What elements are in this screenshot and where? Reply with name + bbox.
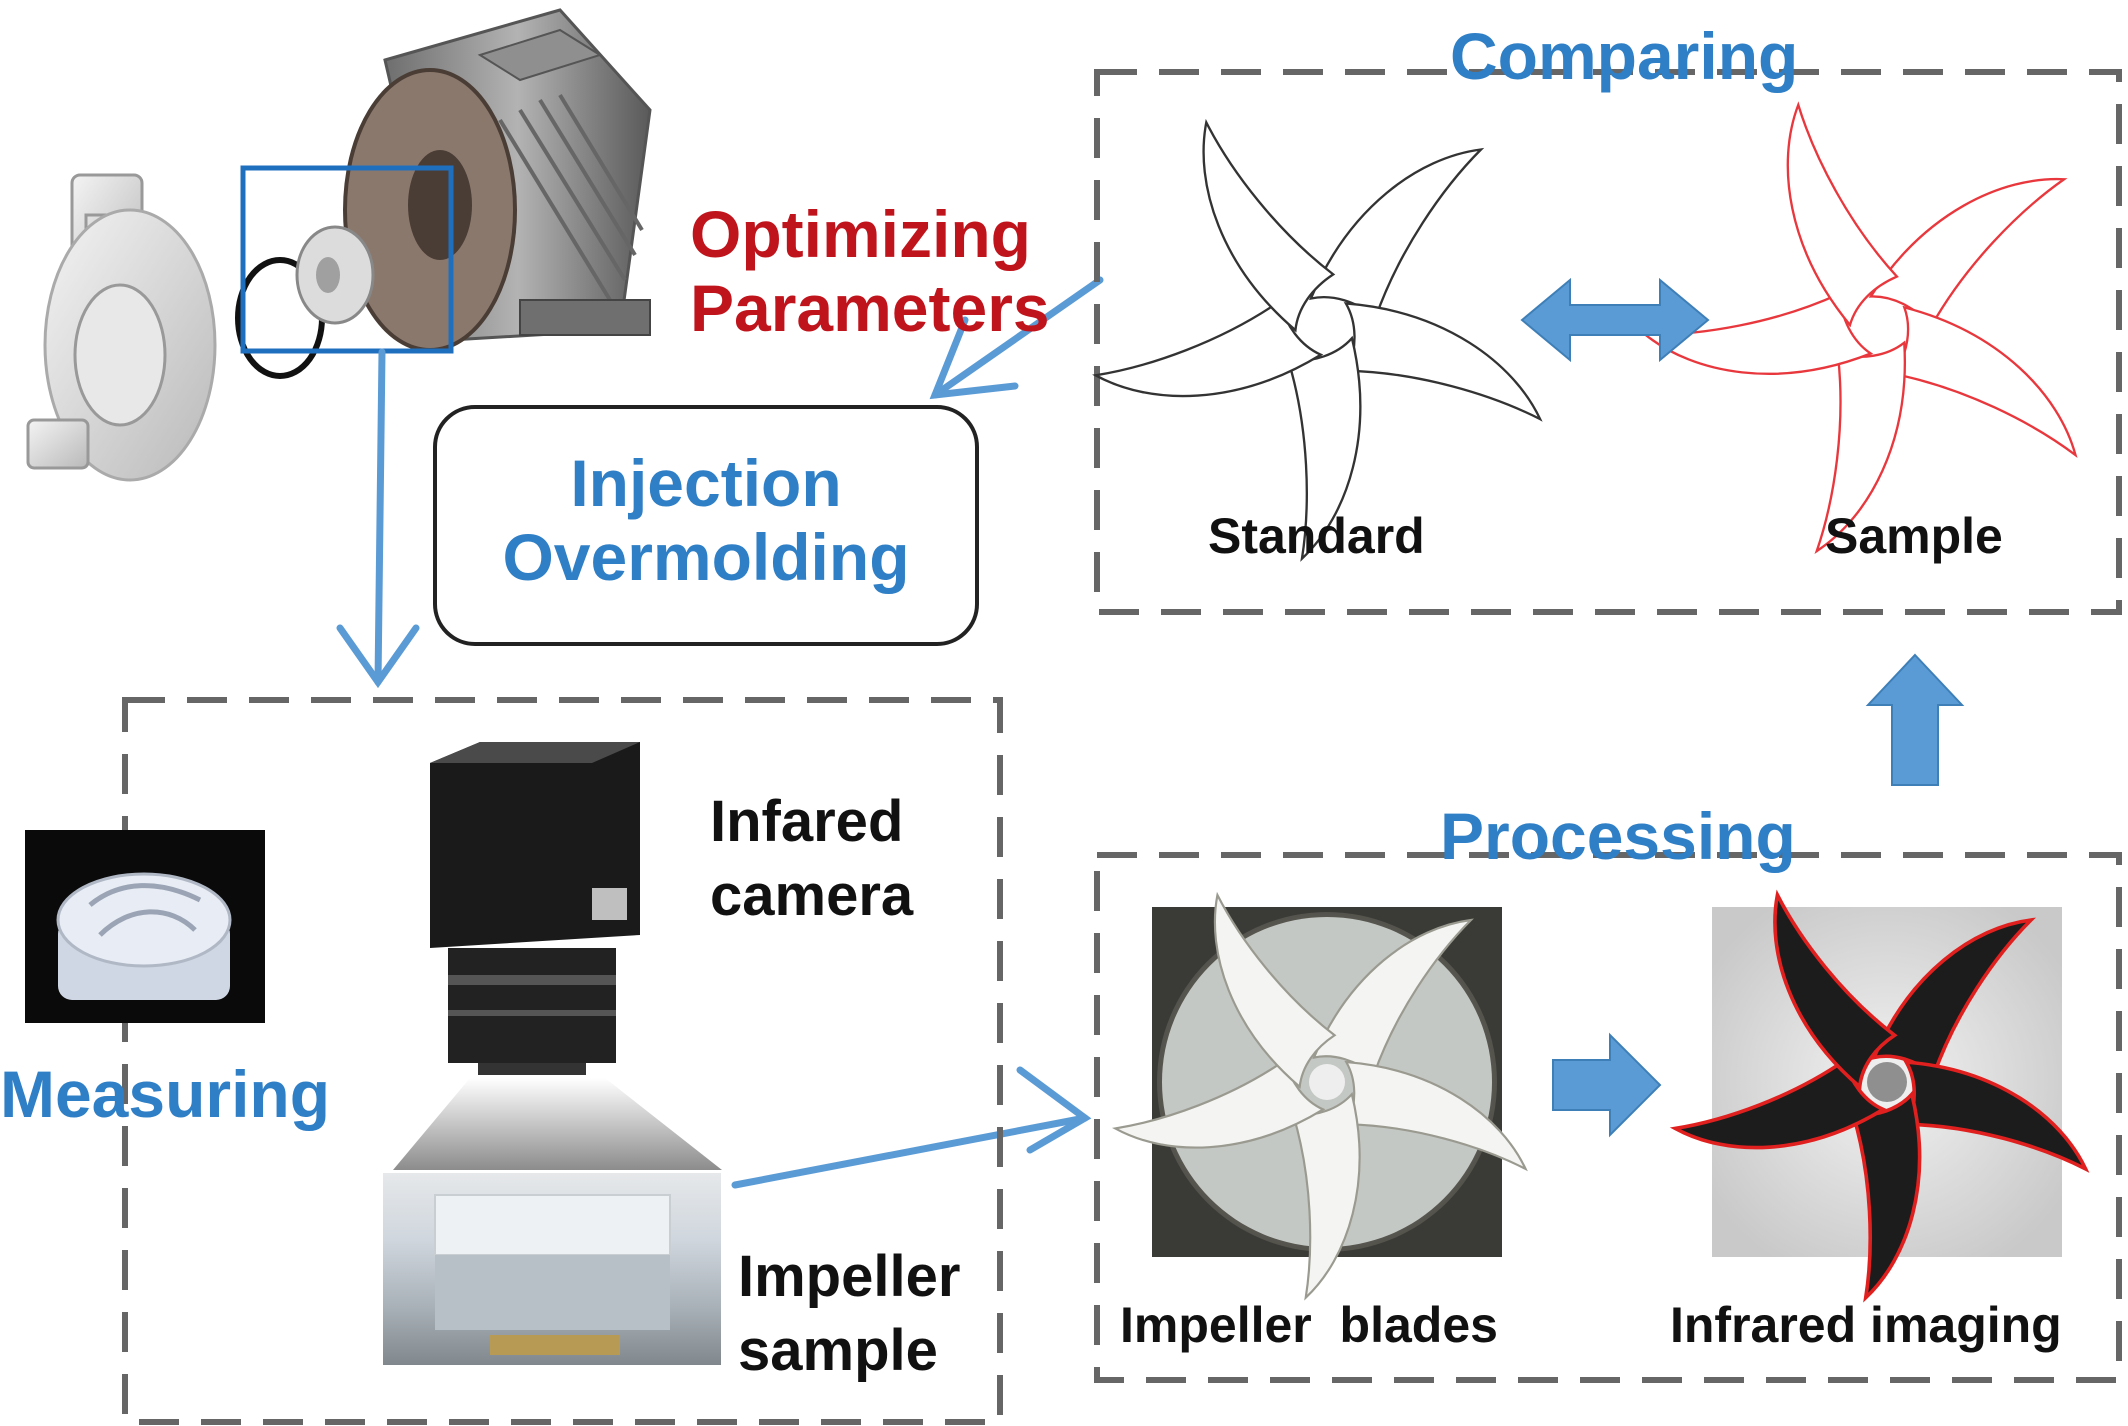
- infared-line2: camera: [710, 863, 914, 929]
- infrared-imaging-caption: Infrared imaging: [1670, 1297, 2062, 1353]
- injection-overmolding-box: [433, 405, 979, 646]
- comparing-title: Comparing: [1450, 19, 1799, 93]
- motor-icon: [343, 8, 652, 352]
- comparing-panel: [1094, 69, 2122, 615]
- impeller-blades-photo: [1114, 893, 1527, 1299]
- sample-caption: Sample: [1825, 508, 2003, 564]
- injection-overmolding-label: Injection Overmolding: [435, 446, 977, 595]
- camera-view-cone: [393, 1078, 722, 1170]
- impeller-sample-photo: [383, 1173, 721, 1365]
- flow-arrows: [336, 276, 1104, 1189]
- arrow-to-injection-head: [929, 316, 1019, 400]
- measuring-panel: [122, 697, 1003, 1425]
- arrow-to-measuring-head: [336, 624, 420, 689]
- up-arrow-icon: [1865, 653, 1965, 786]
- standard-blade-outline: [1094, 121, 1542, 560]
- arrow-to-measuring: [374, 348, 386, 686]
- optimizing-line2: Parameters: [690, 270, 1050, 345]
- compare-double-arrow-icon: [1520, 277, 1710, 363]
- impeller-blades-caption: Impeller blades: [1120, 1297, 1498, 1353]
- infrared-imaging-photo: [1673, 893, 2088, 1300]
- arrow-to-processing: [731, 1114, 1089, 1189]
- injection-line1: Injection: [570, 446, 842, 520]
- impeller-line2: sample: [738, 1318, 938, 1384]
- processing-title: Processing: [1440, 799, 1796, 873]
- impeller-line1: Impeller: [738, 1244, 961, 1309]
- impeller-photo-icon: [25, 830, 265, 1023]
- arrow-to-injection: [931, 276, 1104, 399]
- optimizing-line1: Optimizing: [690, 197, 1031, 271]
- processing-panel: [1094, 852, 2122, 1383]
- optimizing-parameters-label: Optimizing Parameters: [690, 197, 1050, 346]
- standard-caption: Standard: [1208, 508, 1425, 564]
- measuring-title: Measuring: [0, 1057, 331, 1131]
- injection-line2: Overmolding: [502, 519, 910, 594]
- arrow-to-processing-head: [1016, 1066, 1092, 1154]
- impeller-sample-label: Impeller sample: [738, 1240, 960, 1388]
- infrared-camera-icon: [430, 742, 640, 1075]
- pump-assembly-icon: [26, 8, 652, 482]
- infared-line1: Infared: [710, 789, 904, 854]
- insert-highlight-box: [240, 165, 454, 354]
- process-arrow-icon: [1552, 1032, 1662, 1138]
- pump-housing-icon: [26, 173, 217, 482]
- infared-camera-label: Infared camera: [710, 785, 913, 933]
- sample-blade-outline: [1644, 103, 2077, 553]
